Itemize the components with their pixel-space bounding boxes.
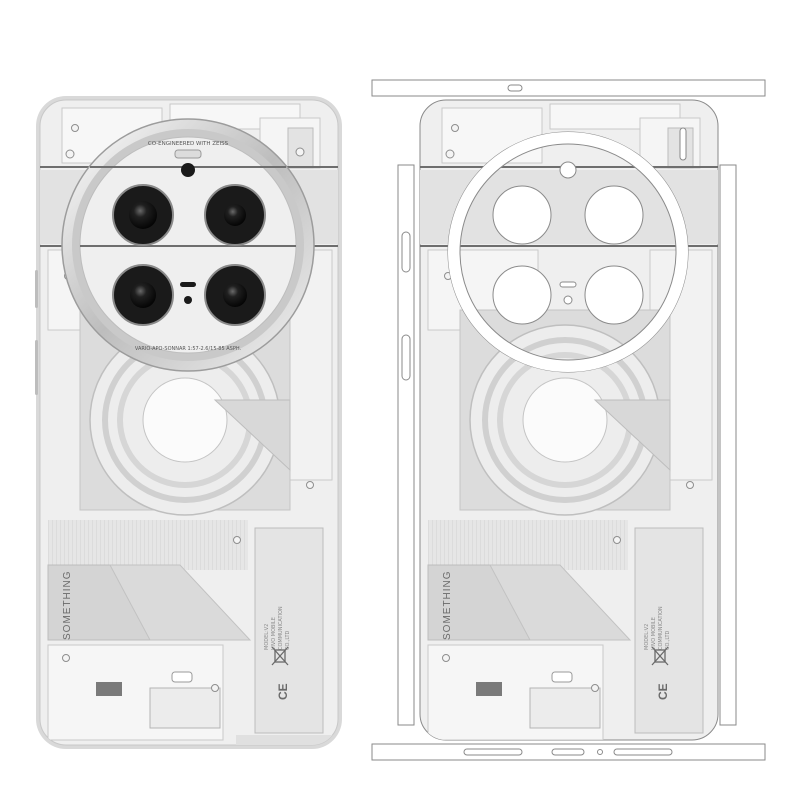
screw bbox=[445, 149, 455, 159]
camera-cutout bbox=[447, 131, 689, 373]
screw bbox=[211, 684, 219, 692]
side-button bbox=[35, 340, 38, 395]
strip-cutout bbox=[507, 84, 523, 92]
lens-cutout bbox=[584, 185, 644, 245]
screw bbox=[71, 124, 79, 132]
left-side-strip bbox=[397, 164, 415, 726]
lens-ring-top-text: CO-ENGINEERED WITH ZEISS bbox=[148, 141, 229, 147]
sensor-strip bbox=[174, 149, 202, 159]
panel-plate bbox=[236, 735, 336, 745]
brand-text: SOMETHING bbox=[442, 570, 453, 640]
strip-cutout bbox=[401, 334, 411, 381]
screw bbox=[451, 124, 459, 132]
screw bbox=[442, 654, 450, 662]
left-phone: SOMETHING MODEL:V2 VIVO MOBILE COMMUNICA… bbox=[35, 96, 342, 749]
strip-cutout bbox=[401, 231, 411, 273]
screw bbox=[233, 536, 241, 544]
ce-mark: CE bbox=[656, 683, 670, 700]
flash-sensor bbox=[184, 296, 192, 304]
screw bbox=[591, 684, 599, 692]
black-tab bbox=[96, 682, 122, 696]
bin-icon bbox=[271, 646, 289, 666]
brand-text: SOMETHING bbox=[62, 570, 73, 640]
top-edge-strip bbox=[371, 79, 766, 97]
panel-plate bbox=[529, 687, 601, 729]
regulatory-line: CO.,LTD bbox=[665, 630, 671, 650]
side-button bbox=[35, 270, 38, 308]
strip-cutout bbox=[613, 748, 673, 756]
lens-glass bbox=[223, 283, 247, 307]
screw bbox=[306, 481, 314, 489]
diagonal-plate bbox=[109, 564, 252, 641]
flash-sensor-cutout bbox=[563, 295, 573, 305]
label-plate bbox=[254, 527, 324, 734]
strip-cutout bbox=[597, 749, 603, 755]
slot bbox=[171, 671, 193, 683]
skin-cutout bbox=[679, 127, 687, 161]
cutout-ring bbox=[448, 132, 688, 372]
regulatory-line: VIVO MOBILE bbox=[271, 617, 277, 650]
flash bbox=[180, 282, 196, 287]
screw bbox=[295, 147, 305, 157]
hatched-area bbox=[428, 520, 628, 570]
regulatory-line: CO.,LTD bbox=[285, 630, 291, 650]
panel-plate bbox=[441, 107, 543, 164]
camera-module: CO-ENGINEERED WITH ZEISS VARIO-APO-SONNA… bbox=[61, 118, 315, 372]
panel-plate bbox=[149, 687, 221, 729]
regulatory-line: COMMUNICATION bbox=[658, 606, 664, 650]
flash-cutout bbox=[559, 281, 577, 288]
screws bbox=[442, 124, 694, 692]
right-skin: SOMETHING MODEL:V2 VIVO MOBILE COMMUNICA… bbox=[371, 79, 766, 761]
strip-cutout bbox=[551, 748, 585, 756]
sensor-cutout bbox=[559, 161, 577, 179]
screw bbox=[613, 536, 621, 544]
lens-cutout bbox=[492, 185, 552, 245]
screw bbox=[686, 481, 694, 489]
coil-wedge bbox=[213, 399, 291, 472]
regulatory-line: COMMUNICATION bbox=[278, 606, 284, 650]
slot bbox=[551, 671, 573, 683]
label-plate bbox=[634, 527, 704, 734]
lens-glass bbox=[130, 282, 156, 308]
lens-ring-bottom-text: VARIO-APO-SONNAR 1:57-2.6/15-85 ASPH. bbox=[135, 346, 242, 352]
diagonal-plate bbox=[489, 564, 632, 641]
camera-lenses bbox=[112, 184, 266, 326]
screw bbox=[62, 654, 70, 662]
strip-cutout bbox=[463, 748, 523, 756]
bin-icon bbox=[651, 646, 669, 666]
regulatory-text: MODEL:V2 VIVO MOBILE COMMUNICATION CO.,L… bbox=[644, 606, 671, 650]
regulatory-line: MODEL:V2 bbox=[644, 624, 650, 650]
regulatory-line: VIVO MOBILE bbox=[651, 617, 657, 650]
coil-center bbox=[142, 377, 228, 463]
regulatory-line: MODEL:V2 bbox=[264, 624, 270, 650]
hatched-area bbox=[48, 520, 248, 570]
ce-mark: CE bbox=[276, 683, 290, 700]
cutout-inner-edge bbox=[459, 143, 677, 361]
coil-wedge bbox=[593, 399, 671, 472]
lens-glass bbox=[129, 201, 157, 229]
regulatory-text: MODEL:V2 VIVO MOBILE COMMUNICATION CO.,L… bbox=[264, 606, 291, 650]
laser-sensor bbox=[181, 163, 195, 177]
lens-glass bbox=[224, 204, 246, 226]
right-side-strip bbox=[719, 164, 737, 726]
coil-center bbox=[522, 377, 608, 463]
lens-cutout bbox=[584, 265, 644, 325]
screw bbox=[65, 149, 75, 159]
lens-cutout bbox=[492, 265, 552, 325]
black-tab bbox=[476, 682, 502, 696]
